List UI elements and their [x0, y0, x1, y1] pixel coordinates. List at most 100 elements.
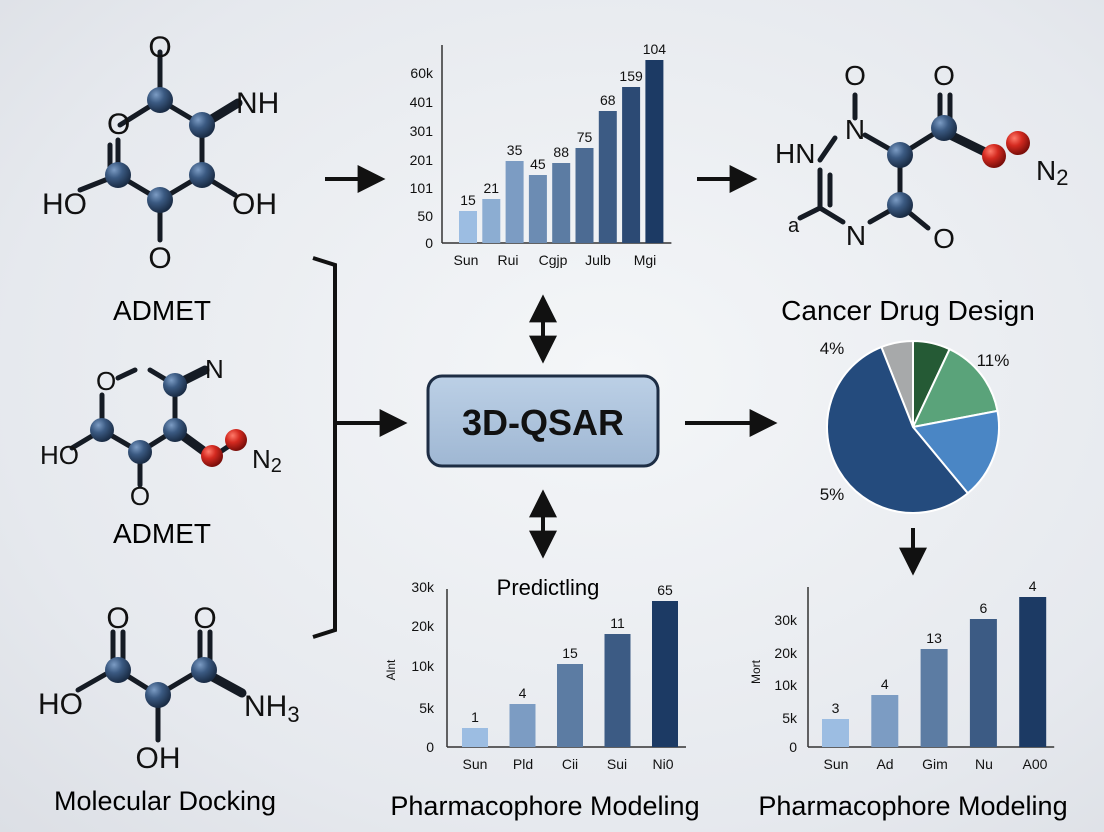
data-label: 11: [610, 615, 625, 631]
bar: [482, 199, 501, 243]
x-tick-label: Mgi: [634, 252, 657, 268]
x-tick-label: Rui: [497, 252, 518, 268]
x-tick-label: A00: [1023, 756, 1048, 772]
label-cancer-drug-design: Cancer Drug Design: [781, 295, 1035, 326]
bar: [1019, 597, 1047, 747]
data-label: 1: [471, 709, 479, 725]
bar: [552, 163, 571, 243]
bar: [645, 60, 664, 243]
m3-o-left: O: [106, 602, 129, 635]
m1-ho: HO: [42, 188, 87, 221]
y-tick-label: 0: [425, 235, 433, 251]
atom: [189, 162, 215, 188]
m4-n-bottom: N: [846, 220, 866, 251]
data-label: 88: [553, 144, 569, 160]
bar: [459, 211, 477, 243]
data-label: 65: [657, 582, 673, 598]
y-tick-label: 0: [426, 739, 434, 755]
chart-pie: 4% 11% 5%: [820, 339, 1010, 514]
atom: [147, 187, 173, 213]
label-admet-top: ADMET: [113, 295, 211, 326]
y-tick-label: 20k: [774, 645, 798, 661]
pie-slice: [826, 345, 970, 514]
oxygen-atom: [1006, 131, 1030, 155]
y-tick-label: 0: [789, 739, 797, 755]
y-tick-label: 5k: [419, 700, 435, 716]
x-tick-label: Pld: [513, 756, 533, 772]
data-label: 45: [530, 156, 546, 172]
atom: [931, 115, 957, 141]
pie-label: 4%: [820, 339, 845, 358]
x-tick-label: Sun: [463, 756, 488, 772]
x-tick-label: Gim: [922, 756, 948, 772]
pie-label: 5%: [820, 485, 845, 504]
chart-top: 05010120130140160k15213545887568159104Su…: [410, 41, 672, 268]
x-tick-label: Cgjp: [539, 252, 568, 268]
bar: [575, 148, 594, 243]
data-label: 68: [600, 92, 616, 108]
pie-slice: [911, 409, 1000, 495]
atom: [163, 373, 187, 397]
data-label: 13: [926, 630, 942, 646]
bar: [505, 161, 524, 243]
x-tick-label: Sui: [607, 756, 627, 772]
label-molecular-docking: Molecular Docking: [54, 786, 276, 816]
y-axis-label: Mort: [749, 659, 763, 684]
m1-oh: OH: [232, 188, 277, 221]
y-tick-label: 50: [417, 208, 433, 224]
pie-label: 11%: [977, 351, 1010, 370]
m1-o-ring: O: [107, 108, 130, 141]
y-tick-label: 30k: [774, 612, 798, 628]
m3-o-right: O: [193, 602, 216, 635]
m4-o-left: O: [844, 60, 866, 91]
m2-n2: N2: [252, 444, 282, 477]
y-axis-label: Alnt: [384, 659, 398, 680]
x-tick-label: Sun: [454, 252, 479, 268]
y-tick-label: 5k: [782, 710, 798, 726]
y-tick-label: 301: [410, 123, 434, 139]
m4-o-right: O: [933, 60, 955, 91]
oxygen-atom: [982, 144, 1006, 168]
m4-hn: HN: [775, 138, 815, 169]
data-label: 4: [519, 685, 527, 701]
m2-o-ring: O: [96, 366, 116, 396]
m3-oh: OH: [136, 742, 181, 775]
bar: [598, 111, 617, 243]
bar: [822, 719, 849, 747]
x-tick-label: Sun: [824, 756, 849, 772]
m2-ho: HO: [40, 440, 79, 470]
atom: [105, 657, 131, 683]
atom: [191, 657, 217, 683]
y-tick-label: 10k: [774, 677, 798, 693]
m2-o-bottom: O: [130, 481, 150, 511]
oxygen-atom: [225, 429, 247, 451]
m4-o-bottom: O: [933, 223, 955, 254]
bar: [652, 601, 678, 747]
qsar-box: [426, 374, 660, 468]
atom: [163, 418, 187, 442]
x-tick-label: Ad: [876, 756, 893, 772]
bar: [462, 728, 488, 747]
x-tick-label: Cii: [562, 756, 578, 772]
atom: [887, 142, 913, 168]
oxygen-atom: [201, 445, 223, 467]
atom: [105, 162, 131, 188]
m1-o-bottom: O: [148, 242, 171, 275]
pie-slice: [911, 347, 999, 429]
bar: [871, 695, 899, 747]
y-tick-label: 30k: [411, 579, 435, 595]
atom: [128, 440, 152, 464]
qsar-label: 3D-QSAR: [462, 402, 624, 443]
data-label: 6: [980, 600, 988, 616]
y-tick-label: 201: [410, 152, 434, 168]
grouping-bracket: [312, 256, 337, 639]
bar: [604, 634, 631, 747]
bar: [622, 87, 641, 243]
m4-stray-glyph: a: [788, 215, 800, 237]
bar: [509, 704, 536, 747]
m1-nh: NH: [236, 87, 279, 120]
label-predicting: Predictling: [497, 575, 600, 600]
